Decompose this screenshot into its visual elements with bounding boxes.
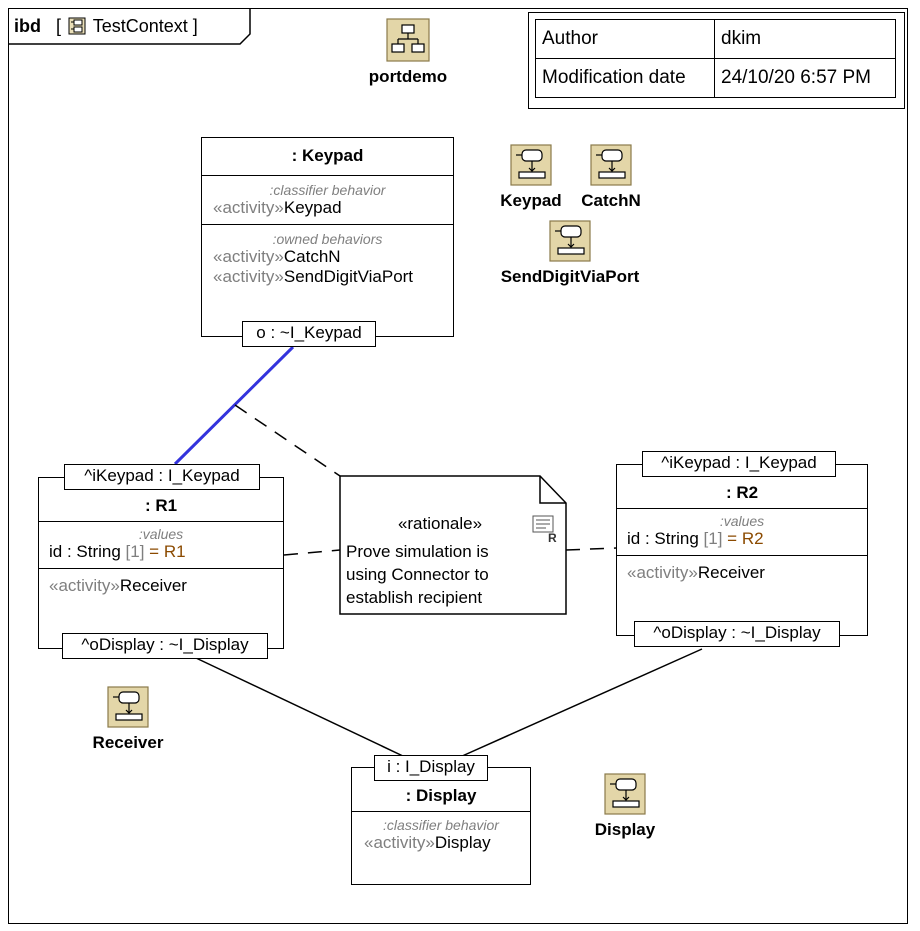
keypad-owned-behavior[interactable]: «activity»CatchN — [202, 247, 453, 267]
portdemo-diagram-link[interactable]: portdemo — [356, 18, 460, 87]
behavior-name: Receiver — [119, 576, 187, 595]
behavior-name: Display — [434, 833, 491, 852]
rationale-icon: R — [532, 515, 557, 545]
r1-part[interactable]: : R1 :values id : String [1] = R1 «activ… — [38, 477, 284, 649]
behavior-name: Receiver — [697, 563, 765, 582]
keypad-part[interactable]: : Keypad :classifier behavior «activity»… — [201, 137, 454, 337]
package-diagram-icon — [386, 18, 430, 62]
r1-port-ikeypad[interactable]: ^iKeypad : I_Keypad — [64, 464, 260, 490]
activity-diagram-icon — [549, 220, 591, 262]
note-anchor-keypad-connector — [234, 404, 341, 477]
modification-date-value[interactable]: 24/10/20 6:57 PM — [714, 58, 896, 98]
receiver-diagram-link[interactable]: Receiver — [80, 686, 176, 753]
behavior-name: CatchN — [283, 247, 341, 266]
display-part[interactable]: : Display :classifier behavior «activity… — [351, 767, 531, 885]
stereotype: «activity» — [213, 267, 284, 286]
display-activity-label: Display — [594, 820, 656, 839]
display-classifier-label: :classifier behavior — [383, 817, 499, 833]
keypad-diagram-link[interactable]: Keypad — [489, 144, 573, 211]
keypad-port-o[interactable]: o : ~I_Keypad — [242, 321, 376, 347]
stereotype: «activity» — [627, 563, 698, 582]
frame-kind: ibd — [14, 16, 41, 36]
attribute-type: : String — [640, 529, 704, 548]
author-label: Author — [535, 19, 715, 59]
catchn-diagram-link[interactable]: CatchN — [574, 144, 648, 211]
activity-diagram-icon — [604, 773, 646, 815]
attribute-name: id — [49, 542, 63, 561]
note-line: Prove simulation is — [346, 542, 489, 561]
stereotype: «activity» — [213, 247, 284, 266]
note-stereotype: «rationale» — [397, 514, 483, 533]
author-value[interactable]: dkim — [714, 19, 896, 59]
attribute-name: id — [627, 529, 641, 548]
attribute-type: : String — [62, 542, 126, 561]
block-icon — [68, 17, 86, 35]
svg-text:R: R — [548, 531, 557, 545]
multiplicity: [1] — [703, 529, 723, 548]
r2-port-odisplay[interactable]: ^oDisplay : ~I_Display — [634, 621, 840, 647]
connector-r1-display[interactable] — [195, 657, 406, 758]
activity-diagram-icon — [510, 144, 552, 186]
senddigitviaport-diagram-link[interactable]: SendDigitViaPort — [484, 220, 656, 287]
default-value: R1 — [163, 542, 186, 561]
r2-port-ikeypad[interactable]: ^iKeypad : I_Keypad — [642, 451, 836, 477]
r1-behavior[interactable]: «activity»Receiver — [39, 569, 283, 596]
note-line: using Connector to — [346, 565, 489, 584]
receiver-activity-label: Receiver — [92, 733, 164, 752]
keypad-owned-behavior[interactable]: «activity»SendDigitViaPort — [202, 267, 453, 287]
portdemo-label: portdemo — [368, 67, 448, 86]
activity-diagram-icon — [107, 686, 149, 728]
display-classifier-behavior[interactable]: «activity»Display — [352, 833, 530, 853]
equals: = — [722, 529, 742, 548]
stereotype: «activity» — [49, 576, 120, 595]
display-title: : Display — [405, 786, 477, 805]
display-port-i[interactable]: i : I_Display — [374, 755, 488, 781]
senddigitviaport-activity-label: SendDigitViaPort — [500, 267, 640, 286]
r2-values-label: :values — [719, 513, 765, 529]
frame-name[interactable]: TestContext — [92, 16, 188, 36]
info-table: Author dkim Modification date 24/10/20 6… — [528, 12, 905, 109]
equals: = — [144, 542, 164, 561]
r1-id-value[interactable]: id : String [1] = R1 — [39, 542, 283, 568]
rationale-note[interactable] — [339, 475, 567, 615]
default-value: R2 — [741, 529, 764, 548]
r2-part[interactable]: : R2 :values id : String [1] = R2 «activ… — [616, 464, 868, 636]
activity-diagram-icon — [590, 144, 632, 186]
r2-behavior[interactable]: «activity»Receiver — [617, 556, 867, 583]
behavior-name: SendDigitViaPort — [283, 267, 414, 286]
keypad-activity-label: Keypad — [500, 191, 562, 210]
keypad-owned-label: :owned behaviors — [272, 231, 383, 247]
frame-header: ibd [ TestContext ] — [14, 16, 198, 36]
keypad-classifier-label: :classifier behavior — [269, 182, 386, 198]
r1-port-odisplay[interactable]: ^oDisplay : ~I_Display — [62, 633, 268, 659]
connector-keypad-r1[interactable] — [173, 345, 295, 466]
behavior-name: Keypad — [283, 198, 342, 217]
note-line: establish recipient — [346, 588, 483, 607]
r1-title: : R1 — [144, 496, 178, 515]
r2-title: : R2 — [725, 483, 759, 502]
r2-id-value[interactable]: id : String [1] = R2 — [617, 529, 867, 555]
stereotype: «activity» — [364, 833, 435, 852]
note-fold — [539, 476, 566, 504]
frame-tab-outline — [8, 8, 251, 45]
multiplicity: [1] — [125, 542, 145, 561]
display-diagram-link[interactable]: Display — [584, 773, 666, 840]
keypad-classifier-behavior[interactable]: «activity»Keypad — [202, 198, 453, 224]
connector-r2-display[interactable] — [459, 648, 703, 758]
r1-values-label: :values — [138, 526, 184, 542]
note-anchor-r1 — [283, 549, 341, 556]
stereotype: «activity» — [213, 198, 284, 217]
modification-date-label: Modification date — [535, 58, 715, 98]
note-anchor-r2 — [565, 547, 617, 551]
keypad-title: : Keypad — [291, 146, 364, 165]
catchn-activity-label: CatchN — [581, 191, 641, 210]
diagram-frame — [8, 8, 908, 924]
